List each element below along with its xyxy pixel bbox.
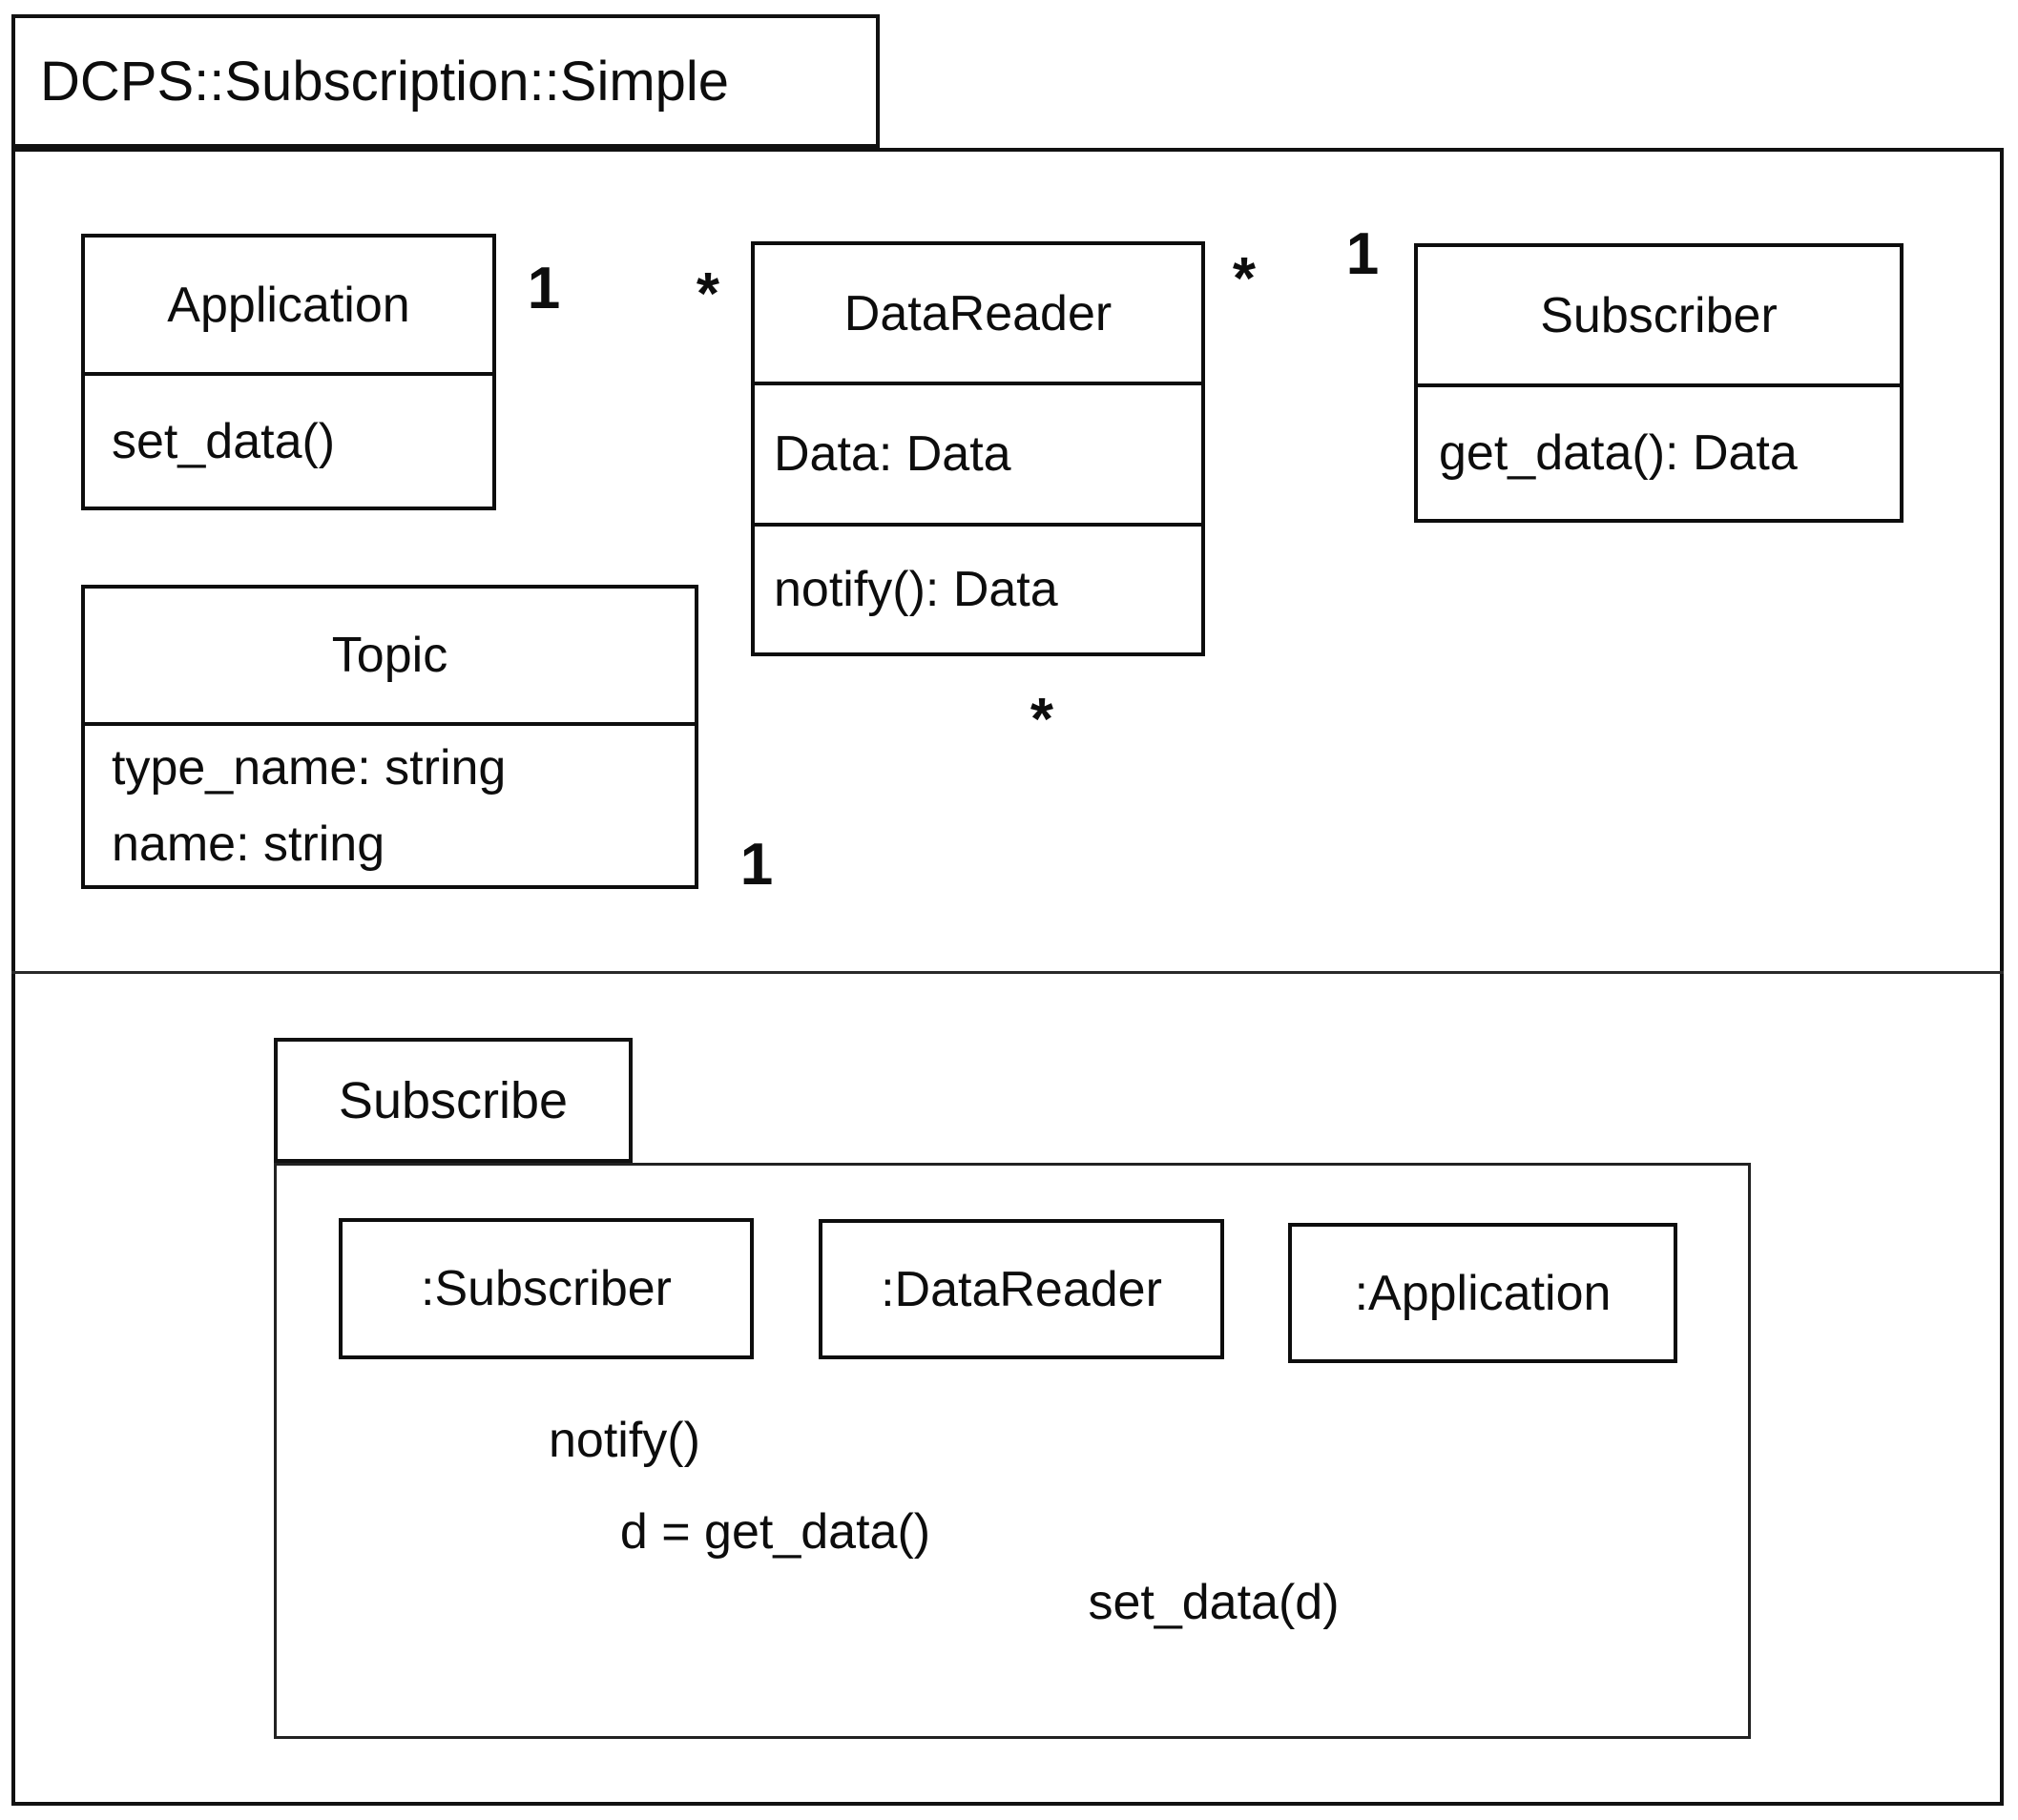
class-datareader-name: DataReader	[843, 285, 1113, 341]
mult-datareader-right-side: *	[1232, 246, 1257, 312]
class-subscriber-operation: get_data(): Data	[1439, 425, 1798, 481]
mult-topic-side: 1	[739, 832, 774, 898]
lifeline-label-subscriber: :Subscriber	[421, 1261, 672, 1316]
mult-datareader-left-side: *	[696, 261, 720, 327]
lifeline-head-subscriber: :Subscriber	[339, 1218, 754, 1359]
mult-datareader-bottom-side: *	[1030, 687, 1054, 753]
section-divider-line	[11, 971, 2004, 974]
lifeline-label-application: :Application	[1354, 1265, 1612, 1321]
class-topic-attribute-1: type_name: string	[112, 739, 507, 796]
package-title: DCPS::Subscription::Simple	[40, 50, 730, 113]
lifeline-label-datareader: :DataReader	[881, 1261, 1162, 1317]
lifeline-head-application: :Application	[1288, 1223, 1677, 1363]
class-application-name: Application	[167, 277, 410, 333]
class-topic: Topic type_name: string name: string	[81, 585, 698, 889]
class-datareader: DataReader Data: Data notify(): Data	[751, 241, 1205, 656]
class-topic-name: Topic	[331, 628, 448, 683]
class-datareader-attribute: Data: Data	[774, 426, 1011, 482]
sequence-frame-tab: Subscribe	[274, 1038, 633, 1163]
message-label-notify: notify()	[549, 1413, 700, 1468]
class-subscriber: Subscriber get_data(): Data	[1414, 243, 1904, 523]
package-tab: DCPS::Subscription::Simple	[11, 14, 880, 148]
class-application: Application set_data()	[81, 234, 496, 510]
mult-application-side: 1	[527, 256, 561, 321]
class-subscriber-name: Subscriber	[1540, 287, 1778, 343]
sequence-frame-title: Subscribe	[338, 1071, 569, 1129]
class-application-operation: set_data()	[112, 413, 336, 469]
message-label-getdata: d = get_data()	[619, 1504, 931, 1560]
mult-subscriber-side: 1	[1345, 221, 1380, 287]
class-topic-attribute-2: name: string	[112, 816, 385, 872]
class-datareader-operation: notify(): Data	[774, 562, 1058, 617]
lifeline-head-datareader: :DataReader	[819, 1219, 1224, 1359]
message-label-setdata: set_data(d)	[1088, 1575, 1340, 1630]
